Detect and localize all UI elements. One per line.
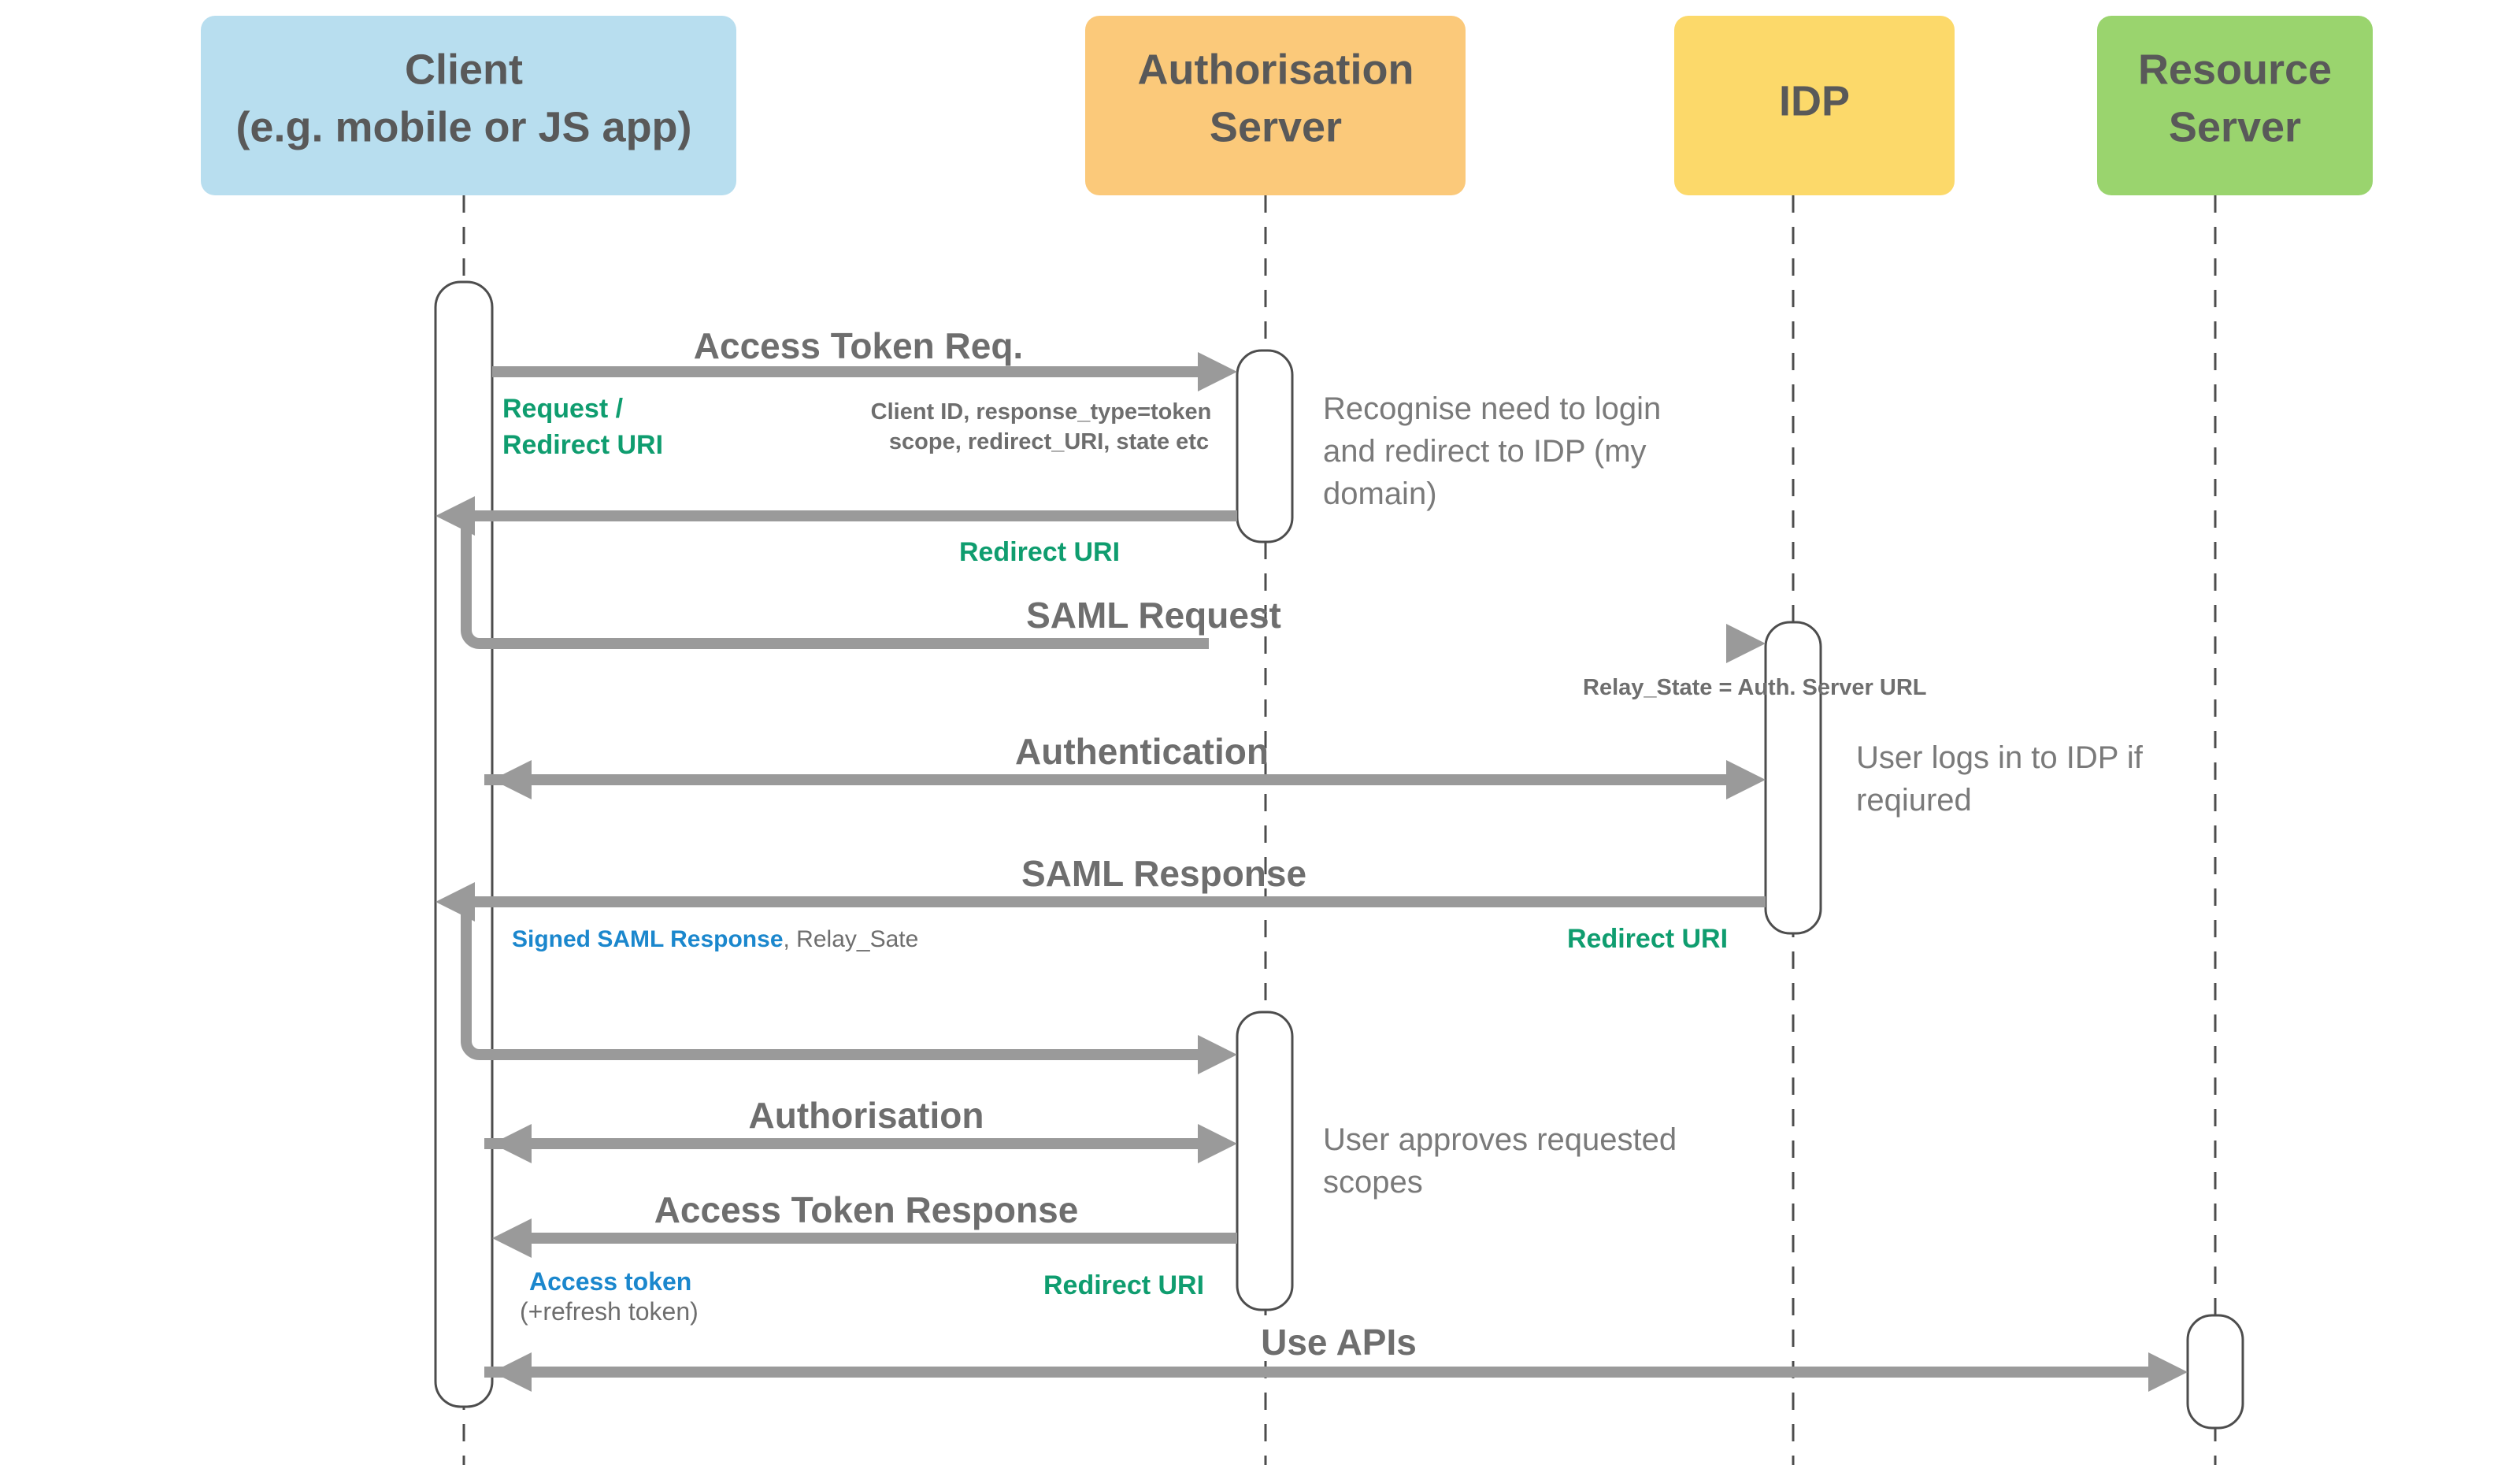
arrowhead-right-post-saml-to-auth xyxy=(1198,1035,1237,1074)
arrowhead-right-authorisation xyxy=(1198,1124,1237,1163)
arrowhead-left-access-token-response xyxy=(492,1218,532,1258)
arrowhead-left-authorisation xyxy=(492,1124,532,1163)
annotation-request-redirect-uri: Request / Redirect URI xyxy=(502,394,663,460)
message-access-token-req[interactable]: Access Token Req. xyxy=(492,325,1237,391)
participant-label-resource-server-line1: Resource xyxy=(2138,46,2332,93)
note-recognise-login-line2: and redirect to IDP (my xyxy=(1323,434,1647,469)
message-label-use-apis: Use APIs xyxy=(1261,1322,1417,1363)
participant-box-auth-server[interactable] xyxy=(1085,16,1466,195)
annotation-client-id-params: Client ID, response_type=token scope, re… xyxy=(871,399,1212,454)
message-label-access-token-response: Access Token Response xyxy=(654,1189,1079,1230)
participant-label-client-line1: Client xyxy=(405,46,523,93)
annotation-redirect-uri-3: Redirect URI xyxy=(1043,1270,1204,1300)
annotation-signed-saml-response-blue: Signed SAML Response xyxy=(512,926,784,952)
arrowhead-left-authentication xyxy=(492,760,532,799)
note-user-logs-in-line1: User logs in to IDP if xyxy=(1856,740,2144,775)
message-line-redirect-loop xyxy=(461,510,1237,649)
message-label-access-token-req: Access Token Req. xyxy=(694,325,1023,366)
message-label-saml-request: SAML Request xyxy=(1026,595,1281,636)
note-recognise-login-line1: Recognise need to login xyxy=(1323,391,1661,426)
participant-label-idp-line1: IDP xyxy=(1779,77,1850,124)
arrowhead-left-use-apis xyxy=(492,1352,532,1392)
participant-box-idp[interactable] xyxy=(1674,16,1955,195)
participant-auth-server[interactable]: Authorisation Server xyxy=(1085,16,1466,195)
annotation-relay-state: Relay_State = Auth. Server URL xyxy=(1583,675,1927,700)
note-user-approves-line2: scopes xyxy=(1323,1165,1423,1200)
message-label-saml-response: SAML Response xyxy=(1021,853,1306,894)
note-user-logs-in: User logs in to IDP if reqiured xyxy=(1856,740,2144,818)
message-label-authorisation: Authorisation xyxy=(749,1095,984,1136)
annotation-request-redirect-uri-line1: Request / xyxy=(502,394,624,424)
arrowhead-right-access-token-req xyxy=(1198,352,1237,391)
arrowhead-left-redirect-to-idp xyxy=(435,496,475,536)
note-recognise-login-line3: domain) xyxy=(1323,477,1437,511)
activation-idp xyxy=(1764,621,1822,935)
note-user-approves: User approves requested scopes xyxy=(1323,1122,1677,1200)
annotation-signed-saml-response-group: Signed SAML Response, Relay_Sate xyxy=(512,926,918,952)
message-authorisation[interactable]: Authorisation xyxy=(484,1095,1237,1163)
activation-client xyxy=(434,280,494,1408)
annotation-signed-saml-response: Signed SAML Response, Relay_Sate xyxy=(512,926,918,952)
message-authentication[interactable]: Authentication xyxy=(484,731,1766,799)
annotation-client-id-params-line1: Client ID, response_type=token xyxy=(871,399,1212,425)
annotation-refresh-token: (+refresh token) xyxy=(520,1297,699,1326)
arrowhead-right-use-apis xyxy=(2148,1352,2188,1392)
note-user-approves-line1: User approves requested xyxy=(1323,1122,1677,1157)
annotation-access-token: Access token xyxy=(529,1267,691,1296)
annotation-request-redirect-uri-line2: Redirect URI xyxy=(502,430,663,460)
arrowhead-left-saml-response xyxy=(435,882,475,922)
note-recognise-login: Recognise need to login and redirect to … xyxy=(1323,391,1661,511)
activation-auth-server-2 xyxy=(1236,1011,1294,1311)
activation-auth-server-1 xyxy=(1236,349,1294,543)
annotation-client-id-params-line2: scope, redirect_URI, state etc xyxy=(889,429,1209,454)
note-user-logs-in-line2: reqiured xyxy=(1856,783,1972,818)
activation-resource-server xyxy=(2186,1314,2244,1430)
participant-client[interactable]: Client (e.g. mobile or JS app) xyxy=(201,16,736,195)
message-line-saml-response-loop xyxy=(461,896,1766,1060)
participant-box-client[interactable] xyxy=(201,16,736,195)
participant-label-auth-server-line1: Authorisation xyxy=(1138,46,1414,93)
message-label-authentication: Authentication xyxy=(1015,731,1269,772)
message-saml-request[interactable]: SAML Request Relay_State = Auth. Server … xyxy=(1026,595,1926,700)
annotation-redirect-uri-2: Redirect URI xyxy=(1567,924,1728,954)
participant-label-resource-server-line2: Server xyxy=(2169,103,2301,150)
annotation-relay-sate-suffix: , Relay_Sate xyxy=(784,926,919,952)
participant-resource-server[interactable]: Resource Server xyxy=(2097,16,2373,195)
participant-box-resource-server[interactable] xyxy=(2097,16,2373,195)
arrowhead-right-authentication xyxy=(1726,760,1766,799)
message-access-token-response[interactable]: Access Token Response xyxy=(492,1189,1237,1258)
annotation-redirect-uri-1: Redirect URI xyxy=(959,537,1120,567)
participant-label-auth-server-line2: Server xyxy=(1210,103,1342,150)
activation-bars xyxy=(434,280,2244,1430)
message-saml-response[interactable]: SAML Response xyxy=(435,853,1766,1074)
participant-label-client-line2: (e.g. mobile or JS app) xyxy=(235,103,691,150)
arrowhead-right-saml-request xyxy=(1726,624,1766,663)
lifelines xyxy=(462,195,2217,1465)
message-redirect-to-idp[interactable]: Redirect URI xyxy=(435,496,1237,649)
participant-idp[interactable]: IDP xyxy=(1674,16,1955,195)
message-use-apis[interactable]: Use APIs xyxy=(484,1322,2188,1392)
annotation-access-token: Access token (+refresh token) xyxy=(520,1267,699,1326)
